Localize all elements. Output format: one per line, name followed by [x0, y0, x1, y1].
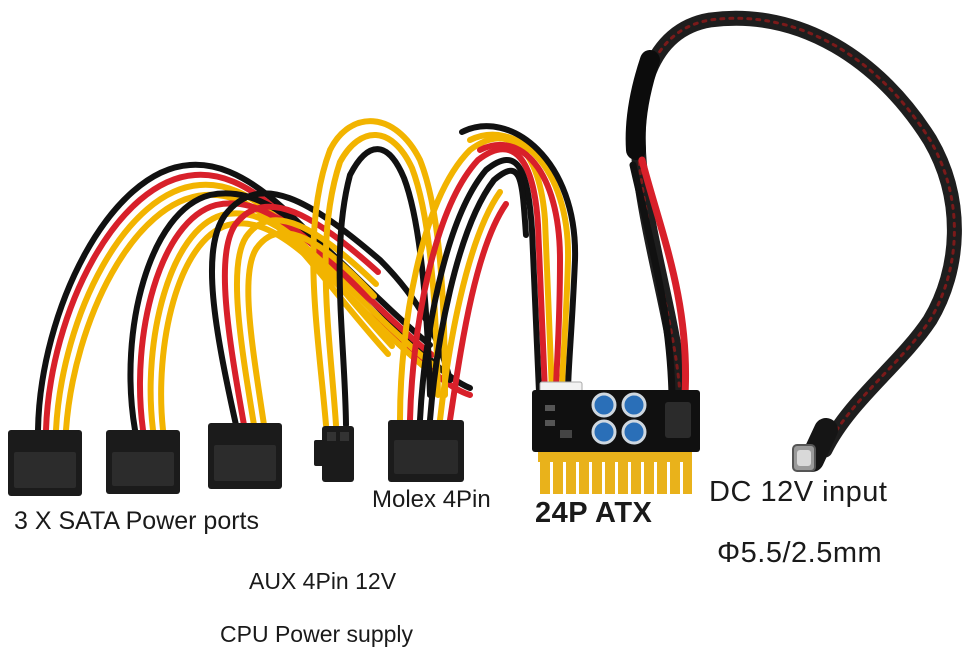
aux-4pin-connector [314, 426, 354, 482]
label-molex-4pin: Molex 4Pin [372, 486, 491, 513]
molex-connector [388, 420, 464, 482]
wire-bundle [35, 118, 579, 433]
sata-connector-3 [208, 423, 282, 489]
sata-connector-2 [106, 430, 180, 494]
label-dc-input: DC 12V input [709, 476, 888, 508]
label-24p-atx: 24P ATX [535, 497, 653, 529]
label-aux-4pin: AUX 4Pin 12V [249, 568, 397, 594]
label-dc-plug-size: Φ5.5/2.5mm [717, 537, 883, 569]
dc-input-cable [625, 10, 962, 472]
sata-connector-1 [8, 430, 82, 496]
atx-24p-board [532, 381, 700, 494]
label-sata-power-ports: 3 X SATA Power ports [14, 507, 260, 535]
label-cpu-power: CPU Power supply [220, 621, 414, 647]
